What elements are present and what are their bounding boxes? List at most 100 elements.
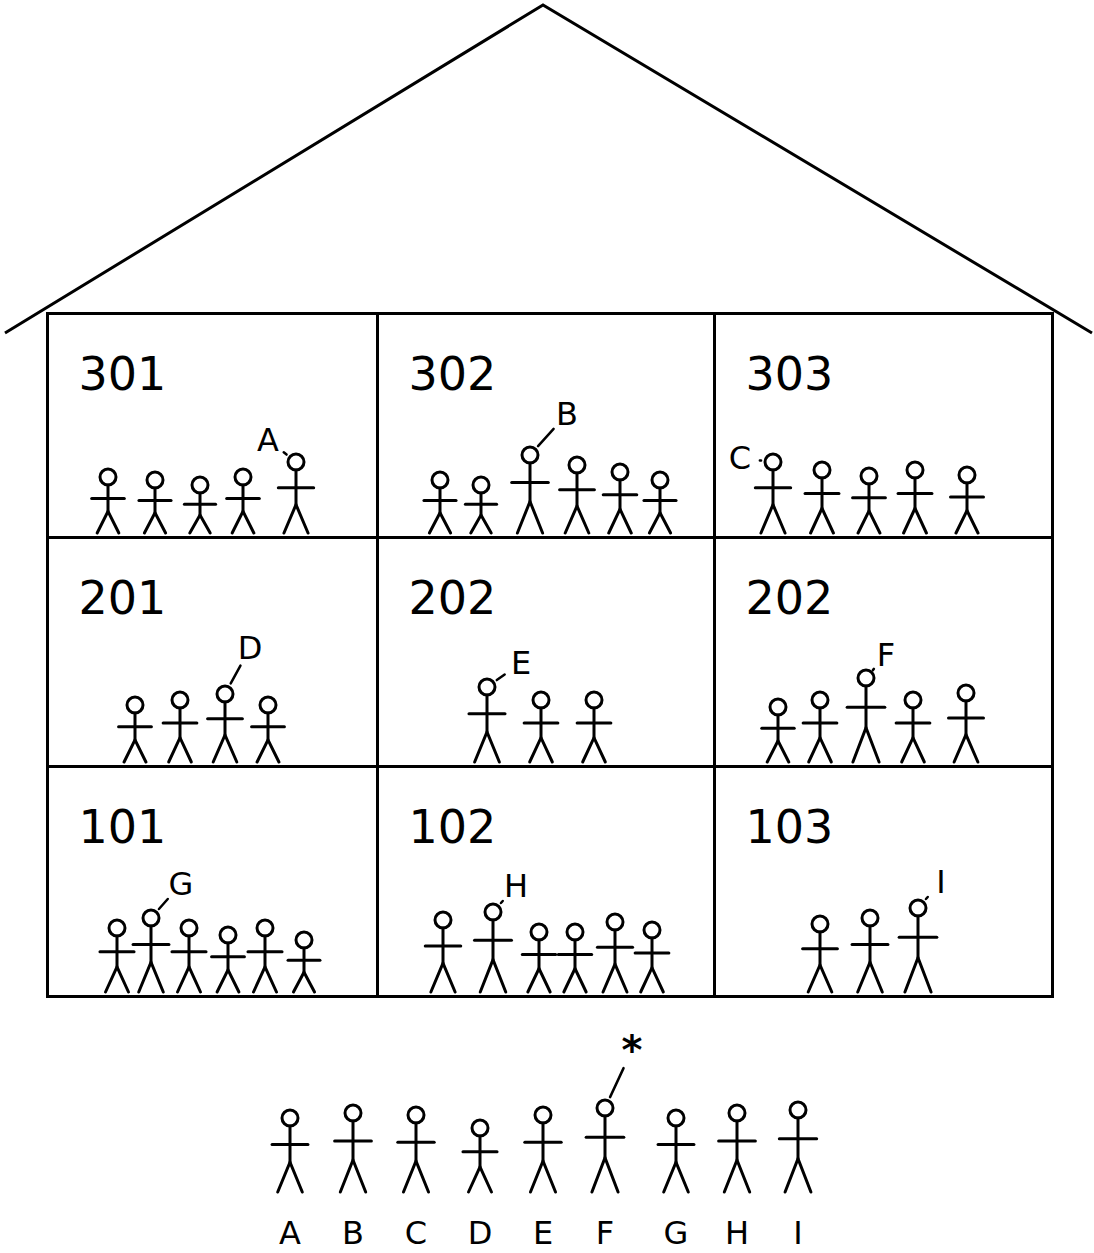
- figure-head: [652, 472, 668, 488]
- stick-figure: [644, 472, 676, 533]
- figure-legs: [429, 513, 450, 533]
- leader-line: [284, 452, 287, 454]
- figure-head: [533, 692, 549, 708]
- person-letter: D: [468, 1217, 493, 1249]
- figure-arms: [512, 481, 549, 484]
- figure-head: [296, 932, 312, 948]
- figure-arms: [896, 722, 930, 725]
- leader-line: [538, 429, 554, 446]
- room-number: 102: [409, 804, 497, 850]
- person-letter: B: [556, 398, 578, 430]
- figure-legs: [664, 1162, 689, 1192]
- figure-head: [435, 912, 451, 928]
- figure-head: [910, 900, 926, 916]
- figure-legs: [902, 738, 925, 762]
- figure-arms: [398, 1141, 434, 1144]
- figure-legs: [808, 965, 832, 992]
- figure-legs: [284, 505, 308, 533]
- room-number: 101: [79, 804, 167, 850]
- figure-arms: [424, 499, 456, 502]
- figure-arms: [133, 943, 169, 946]
- roof-outline: [5, 5, 1092, 333]
- figure-head: [408, 1107, 424, 1123]
- figure-arms: [208, 717, 243, 720]
- figure-arms: [522, 953, 555, 956]
- figure-legs: [169, 738, 192, 762]
- stick-figure: [949, 685, 984, 762]
- figure-head: [217, 686, 233, 702]
- stick-figure: [586, 1100, 624, 1192]
- person-letter: C: [405, 1217, 427, 1249]
- figure-head: [586, 692, 602, 708]
- stick-figure: [184, 477, 215, 533]
- figure-legs: [178, 967, 201, 992]
- figure-head: [905, 692, 921, 708]
- stick-figure: [424, 472, 456, 533]
- person-letter: F: [877, 639, 895, 671]
- room-number: 302: [409, 351, 497, 397]
- figure-legs: [905, 958, 931, 992]
- figure-legs: [564, 969, 586, 992]
- figure-legs: [475, 732, 500, 762]
- figure-head: [535, 1107, 551, 1123]
- figure-arms: [475, 939, 512, 942]
- room-number: 301: [79, 351, 167, 397]
- room-box: 202E: [376, 536, 716, 768]
- figure-arms: [524, 722, 558, 725]
- figure-head: [143, 910, 159, 926]
- figure-arms: [252, 725, 285, 728]
- figure-legs: [530, 1161, 555, 1192]
- leader-line: [501, 901, 503, 903]
- figure-arms: [949, 717, 984, 720]
- stick-figure: [558, 924, 591, 992]
- stick-figure: [425, 912, 461, 992]
- person-letter: G: [664, 1217, 689, 1249]
- stick-figure: [847, 670, 885, 762]
- person-letter: F: [596, 1217, 614, 1249]
- figure-legs: [761, 505, 785, 533]
- figure-arms: [603, 493, 637, 496]
- figure-arms: [227, 497, 260, 500]
- stick-figure: [133, 910, 169, 992]
- stick-figure: [248, 920, 282, 992]
- figure-legs: [904, 508, 927, 533]
- figure-head: [790, 1102, 806, 1118]
- stick-figure: [951, 467, 984, 533]
- stick-figure: [635, 922, 669, 992]
- figure-head: [668, 1110, 684, 1126]
- figure-head: [260, 697, 276, 713]
- figure-arms: [463, 1150, 497, 1153]
- figure-arms: [248, 950, 282, 953]
- stick-figure: [805, 462, 839, 533]
- figure-head: [729, 1105, 745, 1121]
- stick-figure: [278, 454, 313, 533]
- figure-arms: [212, 955, 245, 958]
- stick-figure: [719, 1105, 756, 1192]
- figure-legs: [293, 972, 314, 992]
- figure-arms: [762, 727, 794, 730]
- figure-head: [181, 920, 197, 936]
- room-box: 102H: [376, 765, 716, 998]
- figure-arms: [163, 722, 197, 725]
- figure-head: [220, 927, 236, 943]
- stick-figure: [227, 469, 260, 533]
- figure-legs: [469, 1167, 492, 1192]
- figure-head: [172, 692, 188, 708]
- figure-arms: [119, 725, 152, 728]
- figure-legs: [649, 513, 670, 533]
- figure-legs: [583, 738, 606, 762]
- stick-figure: [469, 679, 505, 762]
- room-box: 301A: [46, 312, 379, 539]
- figure-arms: [100, 950, 134, 953]
- figure-arms: [805, 492, 839, 495]
- figure-legs: [124, 740, 146, 762]
- figure-arms: [951, 496, 984, 499]
- stick-figure: [658, 1110, 694, 1192]
- leader-line: [760, 459, 761, 462]
- figure-head: [522, 447, 538, 463]
- stick-figure: [603, 464, 637, 533]
- figure-legs: [954, 735, 978, 762]
- person-letter: A: [279, 1217, 301, 1249]
- figure-head: [235, 469, 251, 485]
- stick-figure: [779, 1102, 816, 1192]
